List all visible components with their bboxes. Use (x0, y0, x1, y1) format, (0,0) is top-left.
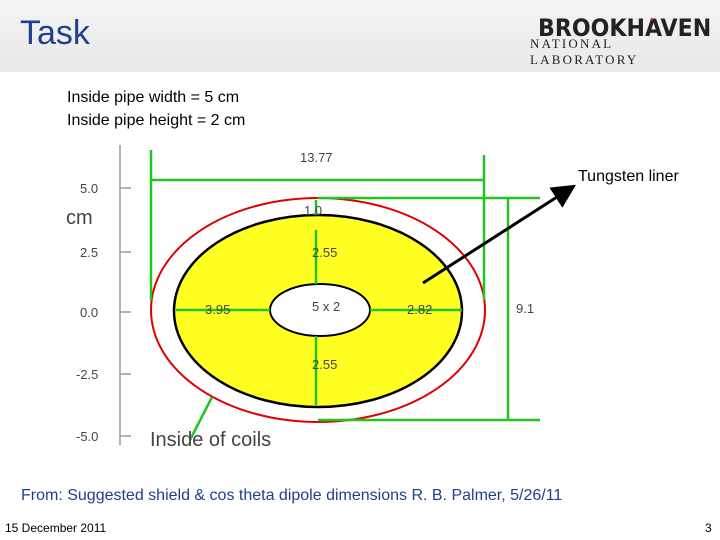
dim-upper-thickness-label: 2.55 (312, 245, 337, 260)
footer-date: 15 December 2011 (5, 521, 107, 535)
dim-left-thickness-label: 3.95 (205, 302, 230, 317)
dim-right-thickness-label: 2.82 (407, 302, 432, 317)
source-citation: From: Suggested shield & cos theta dipol… (21, 487, 563, 504)
y-axis-unit: cm (66, 207, 93, 229)
callout-arrow (422, 184, 577, 285)
y-tick-label: -5.0 (76, 429, 98, 444)
y-tick-label: -2.5 (76, 367, 98, 382)
spec-width: Inside pipe width = 5 cm (67, 89, 240, 106)
dim-height-label: 9.1 (516, 301, 534, 316)
dim-lower-thickness-label: 2.55 (312, 357, 337, 372)
y-tick-label: 0.0 (80, 305, 98, 320)
tungsten-liner-callout: Tungsten liner (578, 168, 679, 185)
dim-outer-width-label: 13.77 (300, 150, 333, 165)
coil-pointer-line (188, 396, 214, 441)
spec-height: Inside pipe height = 2 cm (67, 112, 246, 129)
page-number: 3 (705, 521, 712, 535)
logo-subtitle: NATIONAL LABORATORY (530, 36, 639, 67)
dim-bore-label: 5 x 2 (312, 299, 340, 314)
brookhaven-logo: BROOKHAVEN (538, 14, 712, 42)
slide-footer (0, 518, 720, 540)
y-tick-label: 5.0 (80, 181, 98, 196)
logo-star-icon: ✦ (649, 17, 655, 24)
slide-title: Task (20, 14, 90, 52)
y-tick-label: 2.5 (80, 245, 98, 260)
coil-label: Inside of coils (150, 429, 271, 451)
slide-header (0, 0, 720, 72)
dim-top-gap-label: 1.0 (304, 203, 322, 218)
